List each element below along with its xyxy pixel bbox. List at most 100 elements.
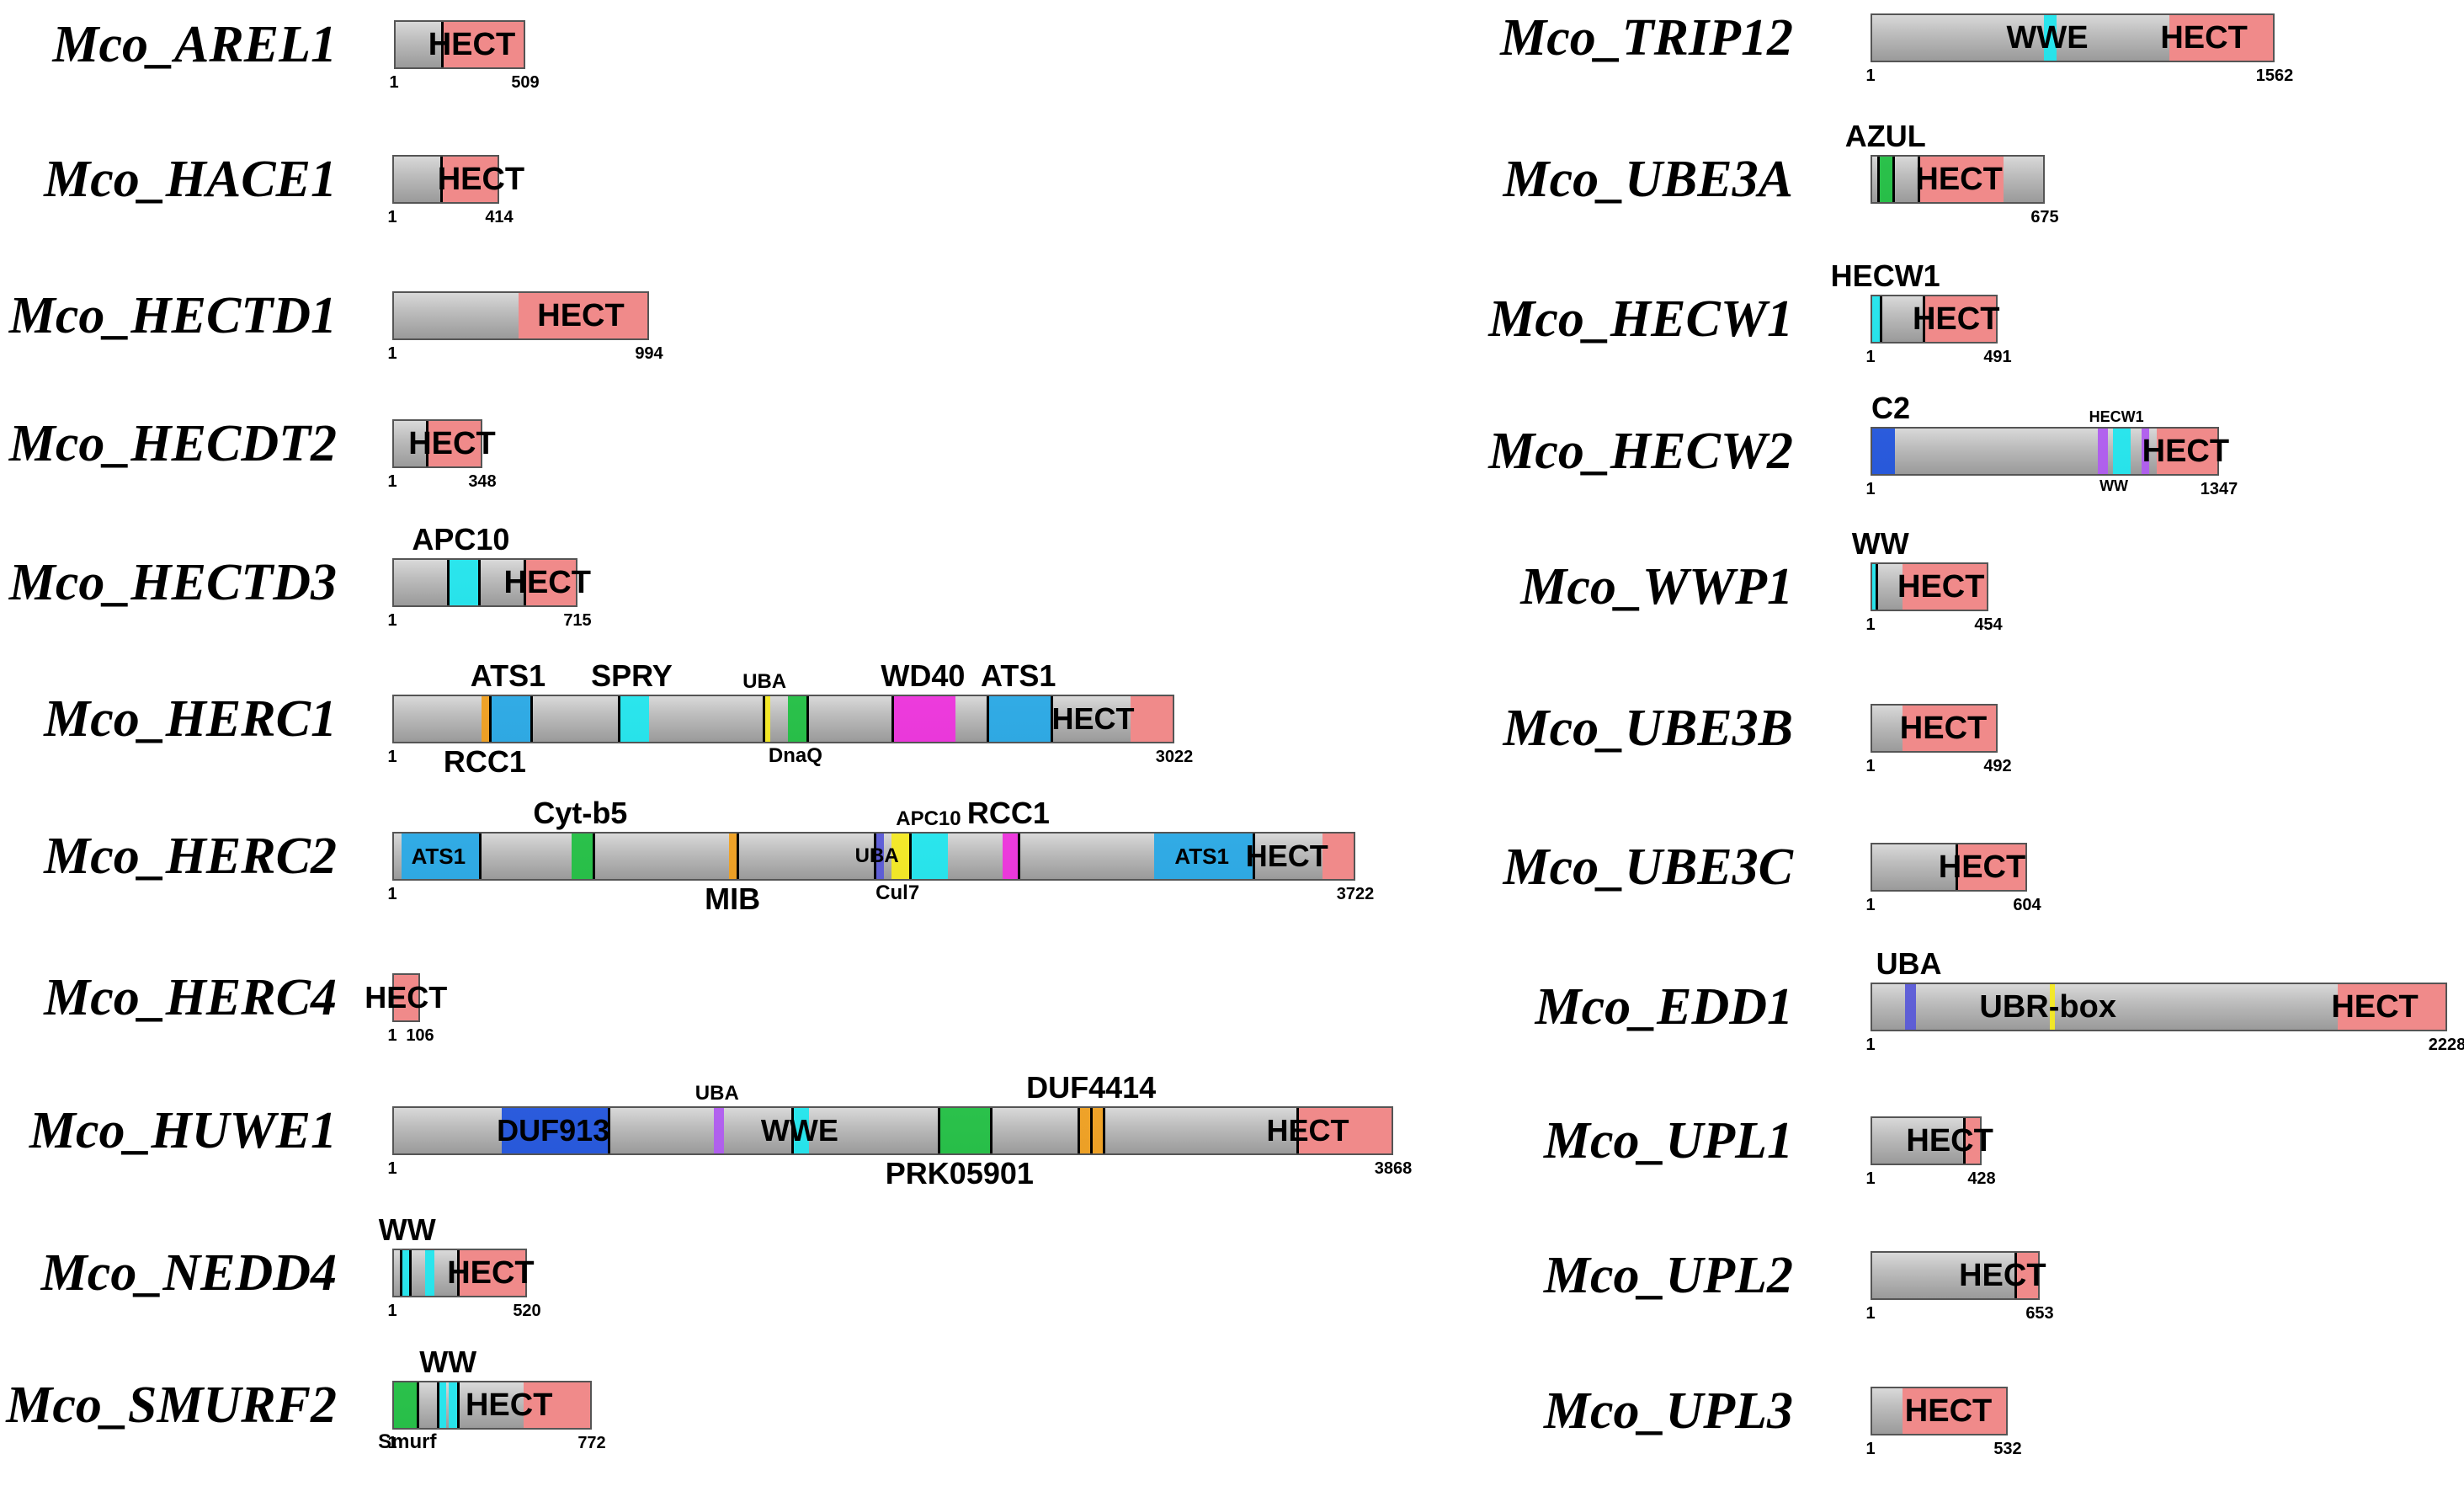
protein-bar [392, 1106, 1393, 1155]
domain-boundary-line [523, 560, 526, 605]
domain-boundary-line [416, 1382, 419, 1428]
protein-name: Mco_UBE3B [1503, 700, 1793, 757]
domain-hect [440, 22, 524, 67]
domain-label: WD40 [881, 658, 966, 694]
domain-label: AZUL [1844, 119, 1926, 154]
domain-label: HECT [537, 298, 625, 333]
protein-bar [392, 291, 649, 340]
domain-label: HECT [408, 426, 496, 461]
domain-wwe [793, 1108, 810, 1153]
protein-bar [394, 20, 525, 69]
start-position: 1 [387, 1434, 397, 1452]
protein-bar [1871, 155, 2045, 204]
protein-name: Mco_UPL3 [1543, 1382, 1793, 1440]
domain-ats1 [1154, 834, 1253, 879]
start-position: 1 [387, 885, 397, 903]
domain-wwe [2044, 15, 2057, 61]
domain-boundary-line [439, 157, 443, 202]
domain-duf4414 [1077, 1108, 1104, 1153]
domain-label: HECW1 [2089, 408, 2144, 426]
domain-label: HECT [465, 1387, 553, 1423]
domain-boundary-line [1296, 1108, 1300, 1153]
start-position: 1 [387, 344, 397, 363]
start-position: 1 [1865, 615, 1876, 634]
domain-boundary-line [1876, 157, 1880, 202]
protein-name: Mco_SMURF2 [6, 1377, 337, 1434]
protein-name: Mco_HERC1 [44, 690, 337, 748]
domain-rcc1 [481, 696, 489, 742]
start-position: 1 [387, 611, 397, 630]
start-position: 1 [1865, 1169, 1876, 1188]
end-position: 3022 [1155, 748, 1194, 766]
domain-hect [1902, 706, 1996, 751]
domain-hect [1296, 1108, 1392, 1153]
domain-hect [2156, 429, 2217, 474]
domain-label: C2 [1871, 391, 1911, 426]
domain-boundary-line [1879, 296, 1882, 342]
end-position: 772 [577, 1434, 606, 1452]
domain-rcc1 [1002, 834, 1019, 879]
domain-boundary-line [437, 1382, 440, 1428]
end-position: 653 [2025, 1304, 2054, 1323]
end-position: 2228 [2428, 1036, 2464, 1054]
domain-azul [1876, 157, 1892, 202]
domain-boundary-line [1103, 1108, 1106, 1153]
end-position: 454 [1974, 615, 2003, 634]
domain-label: HECT [1915, 162, 2003, 197]
protein-name: Mco_UPL1 [1543, 1112, 1793, 1169]
domain-label: HECT [1938, 850, 2026, 885]
domain-boundary-line [457, 1382, 460, 1428]
domain-label: WW [419, 1345, 477, 1380]
protein-name: Mco_UBE3C [1503, 839, 1793, 896]
domain-label: HECT [1051, 701, 1135, 736]
domain-boundary-line [737, 834, 740, 879]
start-position: 1 [387, 748, 397, 766]
domain-hect [1962, 1118, 1980, 1164]
end-position: 675 [2030, 208, 2059, 226]
start-position: 1 [387, 1159, 397, 1178]
domain-boundary-line [891, 696, 894, 742]
protein-bar [392, 1249, 527, 1297]
domain-boundary-line [447, 560, 450, 605]
protein-bar [1871, 1251, 2040, 1300]
domain-c2 [1872, 429, 1896, 474]
domain-label: HECT [1899, 711, 1988, 746]
domain-label: HECT [2160, 20, 2248, 56]
end-position: 428 [1967, 1169, 1996, 1188]
domain-cul7 [891, 834, 910, 879]
domain-hect [1902, 564, 1987, 610]
domain-label: WWE [2006, 20, 2089, 56]
end-position: 715 [563, 611, 592, 630]
protein-name: Mco_HECTD1 [8, 287, 337, 344]
protein-bar [1871, 295, 1998, 344]
protein-bar [1871, 704, 1998, 753]
end-position: 3868 [1374, 1159, 1413, 1178]
end-position: 3722 [1336, 885, 1375, 903]
domain-mib [728, 834, 737, 879]
domain-label: ATS1 [981, 658, 1056, 694]
protein-bar [392, 832, 1355, 881]
domain-boundary-line [938, 1108, 941, 1153]
domain-wd40 [891, 696, 956, 742]
domain-hect [456, 1250, 525, 1296]
start-position: 1 [1865, 1304, 1876, 1323]
domain-apc10 [909, 834, 949, 879]
protein-name: Mco_HECW1 [1488, 290, 1793, 348]
domain-ats1 [401, 834, 479, 879]
domain-boundary-line [530, 696, 533, 742]
domain-hecw1 [1872, 296, 1880, 342]
domain-ww [2097, 429, 2108, 474]
domain-ww [448, 1382, 458, 1428]
domain-label: HECT [1906, 1123, 1993, 1158]
protein-name: Mco_TRIP12 [1500, 9, 1793, 67]
domain-boundary-line [989, 1108, 993, 1153]
domain-hect [1902, 1388, 2006, 1434]
domain-label: RCC1 [966, 796, 1050, 831]
domain-label: Cul7 [875, 881, 920, 905]
domain-boundary-line [1090, 1108, 1094, 1153]
protein-name: Mco_HUWE1 [29, 1102, 337, 1159]
domain-ats1 [488, 696, 530, 742]
protein-bar [1871, 562, 1988, 611]
domain-label: HECT [447, 1255, 535, 1291]
domain-label: MIB [705, 881, 761, 916]
